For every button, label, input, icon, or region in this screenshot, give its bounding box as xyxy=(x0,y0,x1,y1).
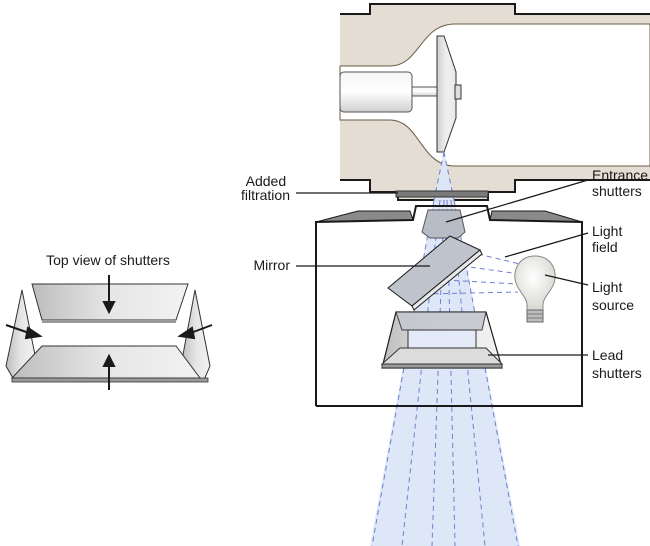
label-mirror: Mirror xyxy=(253,257,290,273)
light-bulb-icon xyxy=(514,255,556,323)
arrow-icons xyxy=(5,275,213,390)
label-lead-shutters: Lead shutters xyxy=(592,347,642,381)
entrance-shutters xyxy=(421,209,466,239)
label-top-view: Top view of shutters xyxy=(46,252,170,268)
lead-shutters xyxy=(380,311,504,369)
shutters-top-view xyxy=(5,275,213,390)
collimator-housing xyxy=(315,205,583,407)
tube-housing xyxy=(339,3,650,201)
added-filtration-plate xyxy=(395,190,489,198)
label-added-filtration: Added filtration xyxy=(241,173,290,203)
cathode-icon xyxy=(339,71,439,113)
leader-lines xyxy=(296,179,589,356)
mirror xyxy=(387,235,483,311)
label-light-source: Light source xyxy=(592,279,634,313)
light-field-rays xyxy=(424,253,521,295)
label-light-field: Light field xyxy=(592,223,626,255)
label-entrance-shutters: Entrance shutters xyxy=(592,167,650,199)
anode-icon xyxy=(436,35,462,153)
